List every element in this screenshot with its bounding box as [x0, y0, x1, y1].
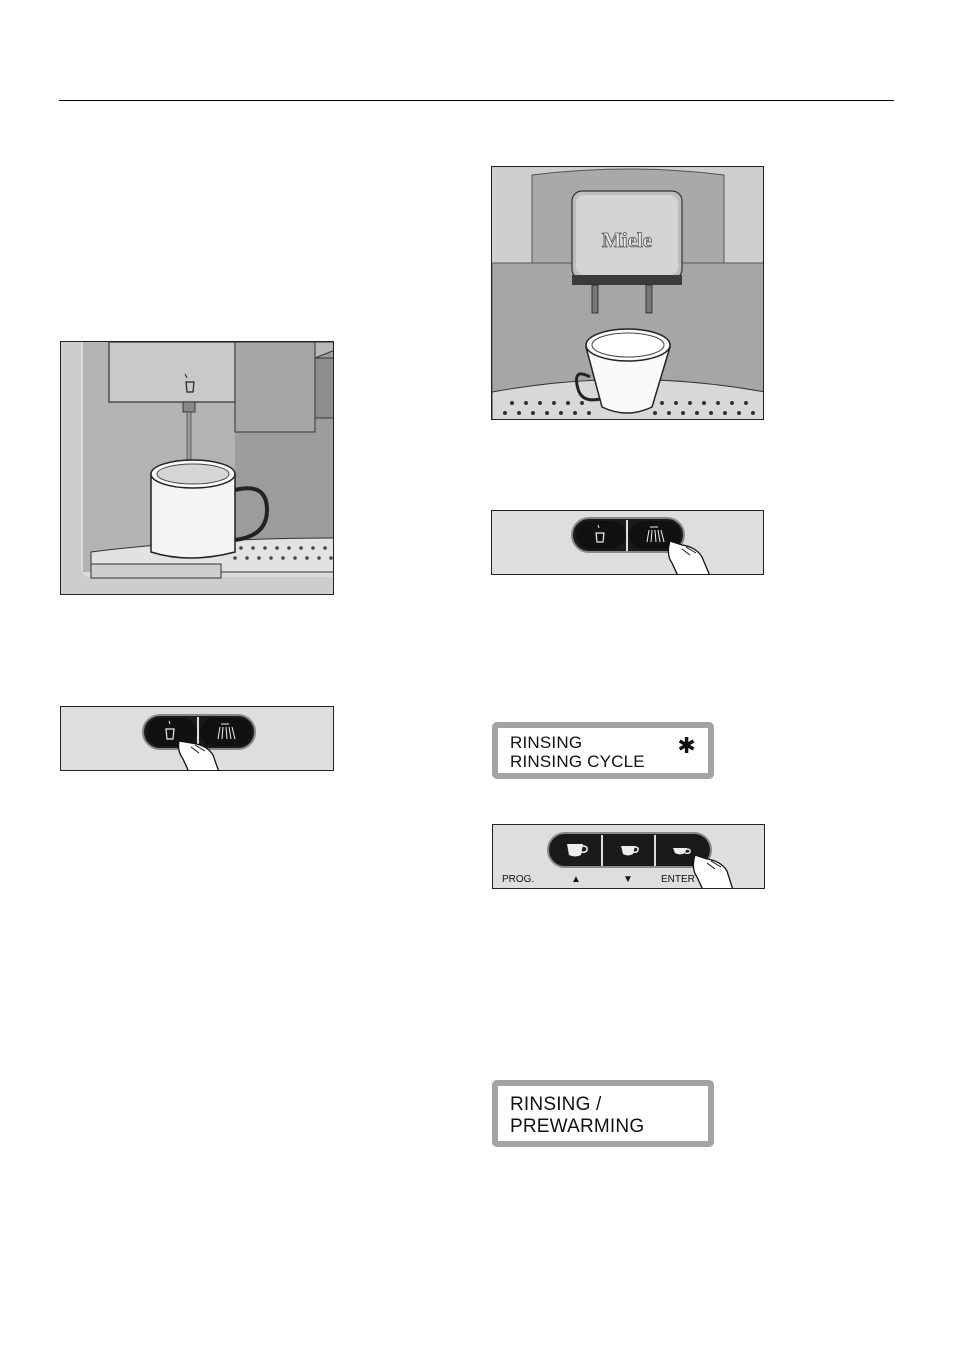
- display-line-2: RINSING CYCLE: [510, 752, 696, 771]
- miele-logo-text: Miele: [602, 228, 652, 252]
- display-line-1: RINSING /: [510, 1094, 696, 1116]
- down-arrow-label: ▼: [623, 874, 633, 885]
- prog-label: PROG.: [502, 874, 534, 885]
- pressing-finger-icon: [668, 541, 710, 575]
- coffee-button-panel: PROG. ▲ ▼ ENTER: [492, 824, 765, 889]
- rinse-button-panel: [491, 510, 764, 575]
- pressing-finger-icon: [693, 855, 733, 889]
- header-rule: [59, 100, 894, 101]
- display-line-1: RINSING: [510, 733, 696, 752]
- busy-indicator-icon: ✱: [677, 736, 696, 755]
- hot-water-outlet-figure: [60, 341, 334, 595]
- display-line-2: PREWARMING: [510, 1116, 696, 1138]
- prewarming-display: RINSING / PREWARMING: [492, 1080, 714, 1147]
- enter-label: ENTER: [661, 874, 695, 885]
- rinsing-display: RINSING RINSING CYCLE ✱: [492, 722, 714, 779]
- hot-water-button-panel: [60, 706, 334, 771]
- up-arrow-label: ▲: [571, 874, 581, 885]
- coffee-spout-figure: Miele: [491, 166, 764, 420]
